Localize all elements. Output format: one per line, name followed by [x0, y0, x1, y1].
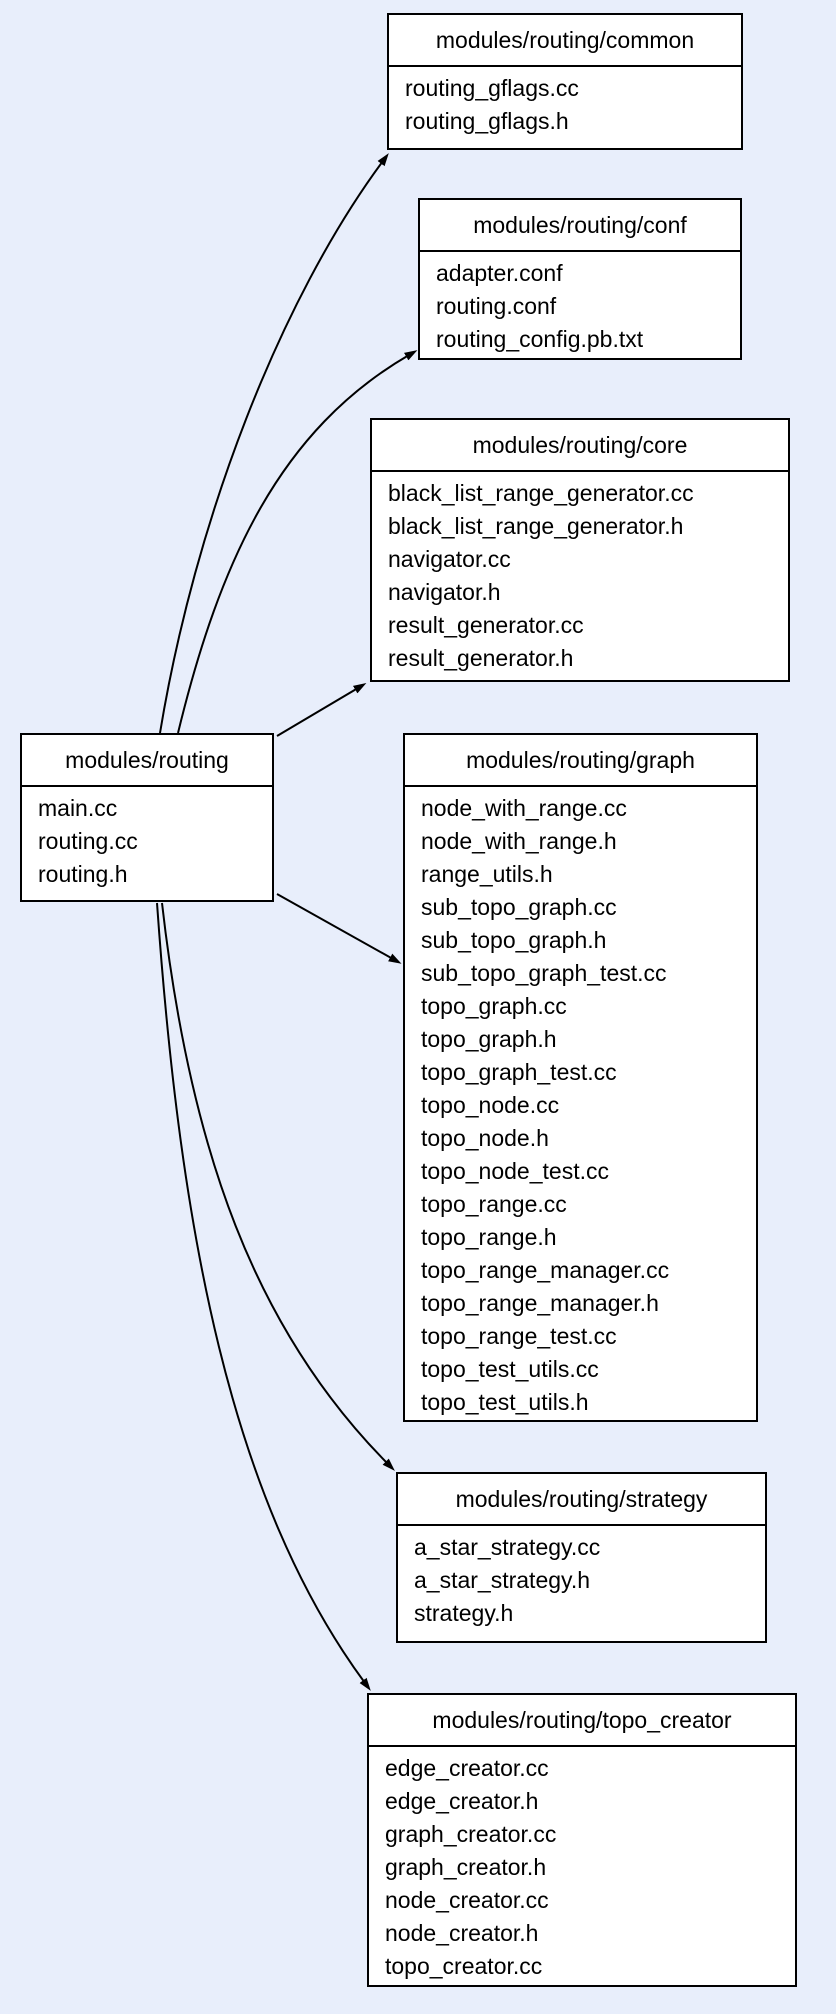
file-name: topo_test_utils.cc [421, 1356, 599, 1382]
file-name: navigator.cc [388, 546, 511, 572]
edge-routing-to-topo-creator [156, 902, 371, 1691]
node-title-common: modules/routing/common [389, 15, 741, 67]
file-name: topo_range_manager.cc [421, 1257, 670, 1283]
node-title-core: modules/routing/core [372, 420, 788, 472]
file-name: topo_creator.cc [385, 1953, 543, 1979]
file-name: node_with_range.cc [421, 795, 627, 821]
file-name: node_creator.h [385, 1920, 539, 1946]
edge-routing-to-core [276, 683, 367, 737]
edge-routing-to-graph [276, 893, 402, 964]
file-name: navigator.h [388, 579, 501, 605]
file-name: a_star_strategy.cc [414, 1534, 601, 1560]
edge-routing-to-common [159, 153, 389, 734]
file-name: topo_graph.h [421, 1026, 557, 1052]
file-name: sub_topo_graph.h [421, 927, 607, 953]
file-name: routing.h [38, 861, 128, 887]
node-title-routing: modules/routing [22, 735, 272, 787]
node-modules-routing-strategy[interactable]: modules/routing/strategy a_star_strategy… [396, 1472, 767, 1643]
node-title-graph: modules/routing/graph [405, 735, 756, 787]
node-modules-routing[interactable]: modules/routing main.cc routing.cc routing… [20, 733, 274, 902]
file-list-topo-creator: edge_creator.cc edge_creator.h graph_creat… [369, 1747, 795, 1985]
node-title-topo-creator: modules/routing/topo_creator [369, 1695, 795, 1747]
edge-routing-to-strategy [161, 902, 395, 1471]
file-name: routing.cc [38, 828, 138, 854]
node-title-strategy: modules/routing/strategy [398, 1474, 765, 1526]
file-name: topo_node.cc [421, 1092, 560, 1118]
file-name: topo_test_utils.h [421, 1389, 589, 1415]
file-name: node_with_range.h [421, 828, 617, 854]
node-modules-routing-conf[interactable]: modules/routing/conf adapter.conf routing… [418, 198, 742, 360]
file-name: edge_creator.h [385, 1788, 539, 1814]
file-name: topo_range.h [421, 1224, 557, 1250]
file-list-routing: main.cc routing.cc routing.h [22, 787, 272, 900]
file-name: strategy.h [414, 1600, 514, 1626]
file-list-common: routing_gflags.cc routing_gflags.h [389, 67, 741, 148]
file-name: topo_graph_test.cc [421, 1059, 617, 1085]
file-name: sub_topo_graph_test.cc [421, 960, 667, 986]
file-name: main.cc [38, 795, 118, 821]
node-title-conf: modules/routing/conf [420, 200, 740, 252]
file-name: result_generator.h [388, 645, 574, 671]
file-name: topo_node.h [421, 1125, 549, 1151]
node-modules-routing-graph[interactable]: modules/routing/graph node_with_range.cc… [403, 733, 758, 1422]
file-name: topo_range_manager.h [421, 1290, 659, 1316]
file-name: node_creator.cc [385, 1887, 549, 1913]
file-name: routing_config.pb.txt [436, 326, 644, 352]
file-name: graph_creator.h [385, 1854, 547, 1880]
file-name: routing_gflags.h [405, 108, 569, 134]
file-name: topo_range.cc [421, 1191, 567, 1217]
file-name: result_generator.cc [388, 612, 584, 638]
file-list-conf: adapter.conf routing.conf routing_config.p… [420, 252, 740, 358]
file-name: a_star_strategy.h [414, 1567, 591, 1593]
file-name: sub_topo_graph.cc [421, 894, 617, 920]
file-name: topo_node_test.cc [421, 1158, 609, 1184]
file-name: topo_graph.cc [421, 993, 567, 1019]
file-name: topo_range_test.cc [421, 1323, 617, 1349]
file-name: range_utils.h [421, 861, 553, 887]
node-modules-routing-topo-creator[interactable]: modules/routing/topo_creator edge_creato… [367, 1693, 797, 1987]
file-name: edge_creator.cc [385, 1755, 549, 1781]
file-name: black_list_range_generator.h [388, 513, 684, 539]
node-modules-routing-common[interactable]: modules/routing/common routing_gflags.cc… [387, 13, 743, 150]
file-name: routing_gflags.cc [405, 75, 579, 101]
file-list-core: black_list_range_generator.cc black_list_… [372, 472, 788, 680]
node-modules-routing-core[interactable]: modules/routing/core black_list_range_ge… [370, 418, 790, 682]
file-name: adapter.conf [436, 260, 563, 286]
file-name: graph_creator.cc [385, 1821, 557, 1847]
file-name: routing.conf [436, 293, 557, 319]
file-name: black_list_range_generator.cc [388, 480, 694, 506]
